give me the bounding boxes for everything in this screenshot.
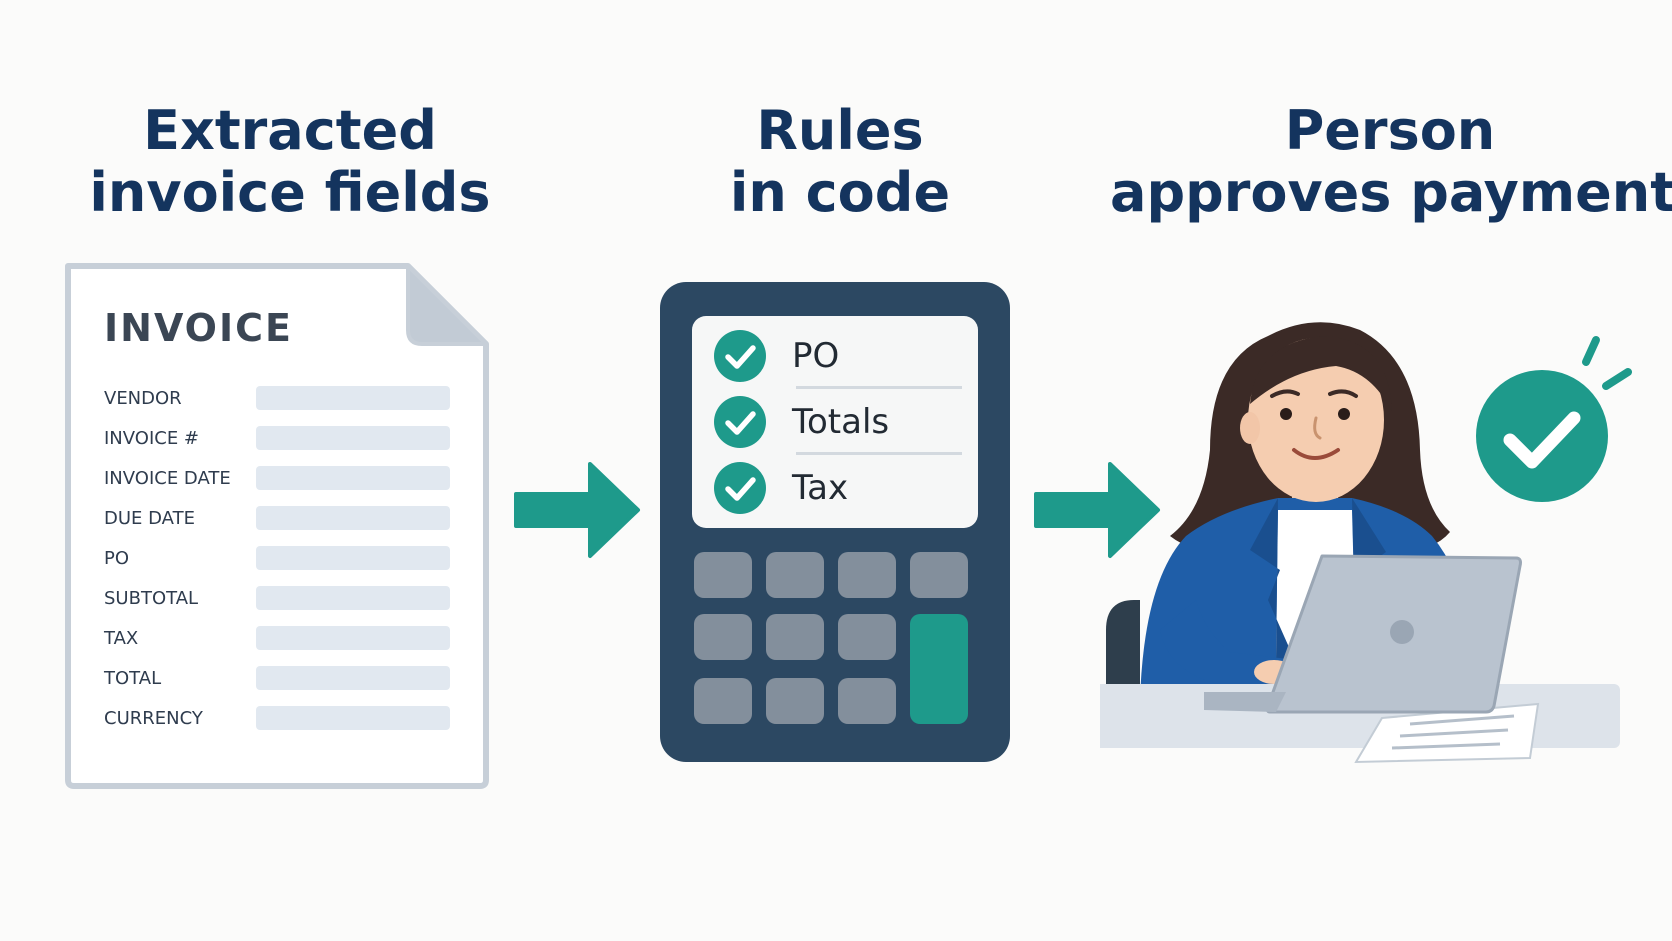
invoice-field-row: PO	[104, 538, 454, 578]
invoice-field-value-box	[256, 706, 450, 730]
person-illustration	[1140, 322, 1468, 700]
stage-title-line: Extracted	[143, 99, 437, 162]
laptop-icon	[1204, 554, 1522, 714]
invoice-field-row: DUE DATE	[104, 498, 454, 538]
calculator-key	[766, 552, 824, 598]
invoice-field-label: INVOICE #	[104, 427, 199, 449]
rule-check-item: PO	[714, 330, 962, 382]
invoice-field-label: SUBTOTAL	[104, 587, 199, 609]
approval-scene	[1100, 322, 1632, 764]
invoice-field-value-box	[256, 466, 450, 490]
screen-divider	[796, 452, 962, 455]
arrow-right-icon	[1034, 462, 1160, 558]
invoice-field-value-box	[256, 626, 450, 650]
invoice-field-label: TOTAL	[104, 667, 162, 689]
calculator-key	[838, 614, 896, 660]
invoice-field-row: TAX	[104, 618, 454, 658]
calculator-key	[694, 614, 752, 660]
invoice-field-row: INVOICE #	[104, 418, 454, 458]
rule-check-label: Tax	[792, 468, 849, 508]
stage-title-approval: Person approves payment	[1110, 99, 1672, 224]
invoice-field-value-box	[256, 386, 450, 410]
stage-title-line: in code	[729, 161, 951, 224]
invoice-document: INVOICE VENDOR INVOICE # INVOICE DATE DU…	[58, 260, 494, 792]
invoice-field-value-box	[256, 426, 450, 450]
calculator-key	[838, 552, 896, 598]
invoice-field-row: INVOICE DATE	[104, 458, 454, 498]
calculator-key	[766, 678, 824, 724]
screen-divider	[796, 386, 962, 389]
calculator-key	[694, 678, 752, 724]
invoice-field-value-box	[256, 586, 450, 610]
invoice-field-value-box	[256, 546, 450, 570]
stage-title-line: approves payment	[1110, 161, 1672, 224]
invoice-field-label: INVOICE DATE	[104, 467, 231, 489]
calculator-key	[910, 552, 968, 598]
invoice-heading: INVOICE	[104, 306, 293, 350]
invoice-field-label: TAX	[104, 627, 139, 649]
checkmark-icon	[714, 330, 766, 382]
invoice-field-row: TOTAL	[104, 658, 454, 698]
rule-check-label: Totals	[792, 402, 890, 442]
invoice-field-label: PO	[104, 547, 130, 569]
invoice-field-label: CURRENCY	[104, 707, 203, 729]
stage-title-extracted: Extracted invoice fields	[60, 100, 520, 224]
rule-check-item: Totals	[714, 396, 962, 448]
invoice-field-row: CURRENCY	[104, 698, 454, 738]
invoice-field-value-box	[256, 506, 450, 530]
arrow-right-icon	[514, 462, 640, 558]
calculator-screen: PO Totals Tax	[692, 316, 978, 528]
checkmark-icon	[714, 462, 766, 514]
calculator-key	[766, 614, 824, 660]
calculator-key	[838, 678, 896, 724]
calculator-key	[694, 552, 752, 598]
stage-title-line: Rules	[756, 99, 924, 162]
stage-title-line: Person	[1284, 99, 1496, 162]
invoice-field-label: VENDOR	[104, 387, 182, 409]
invoice-field-list: VENDOR INVOICE # INVOICE DATE DUE DATE P…	[104, 378, 454, 738]
approval-check-icon	[1476, 336, 1632, 502]
calculator-enter-key	[910, 614, 968, 724]
invoice-field-row: VENDOR	[104, 378, 454, 418]
invoice-field-label: DUE DATE	[104, 507, 195, 529]
stage-title-rules: Rules in code	[600, 100, 1080, 224]
checkmark-icon	[714, 396, 766, 448]
paper-sheet	[1354, 702, 1540, 764]
stage-title-line: invoice fields	[89, 161, 491, 224]
calculator-icon: PO Totals Tax	[660, 282, 1010, 762]
invoice-field-value-box	[256, 666, 450, 690]
rule-check-item: Tax	[714, 462, 962, 514]
rule-check-label: PO	[792, 336, 840, 376]
invoice-field-row: SUBTOTAL	[104, 578, 454, 618]
